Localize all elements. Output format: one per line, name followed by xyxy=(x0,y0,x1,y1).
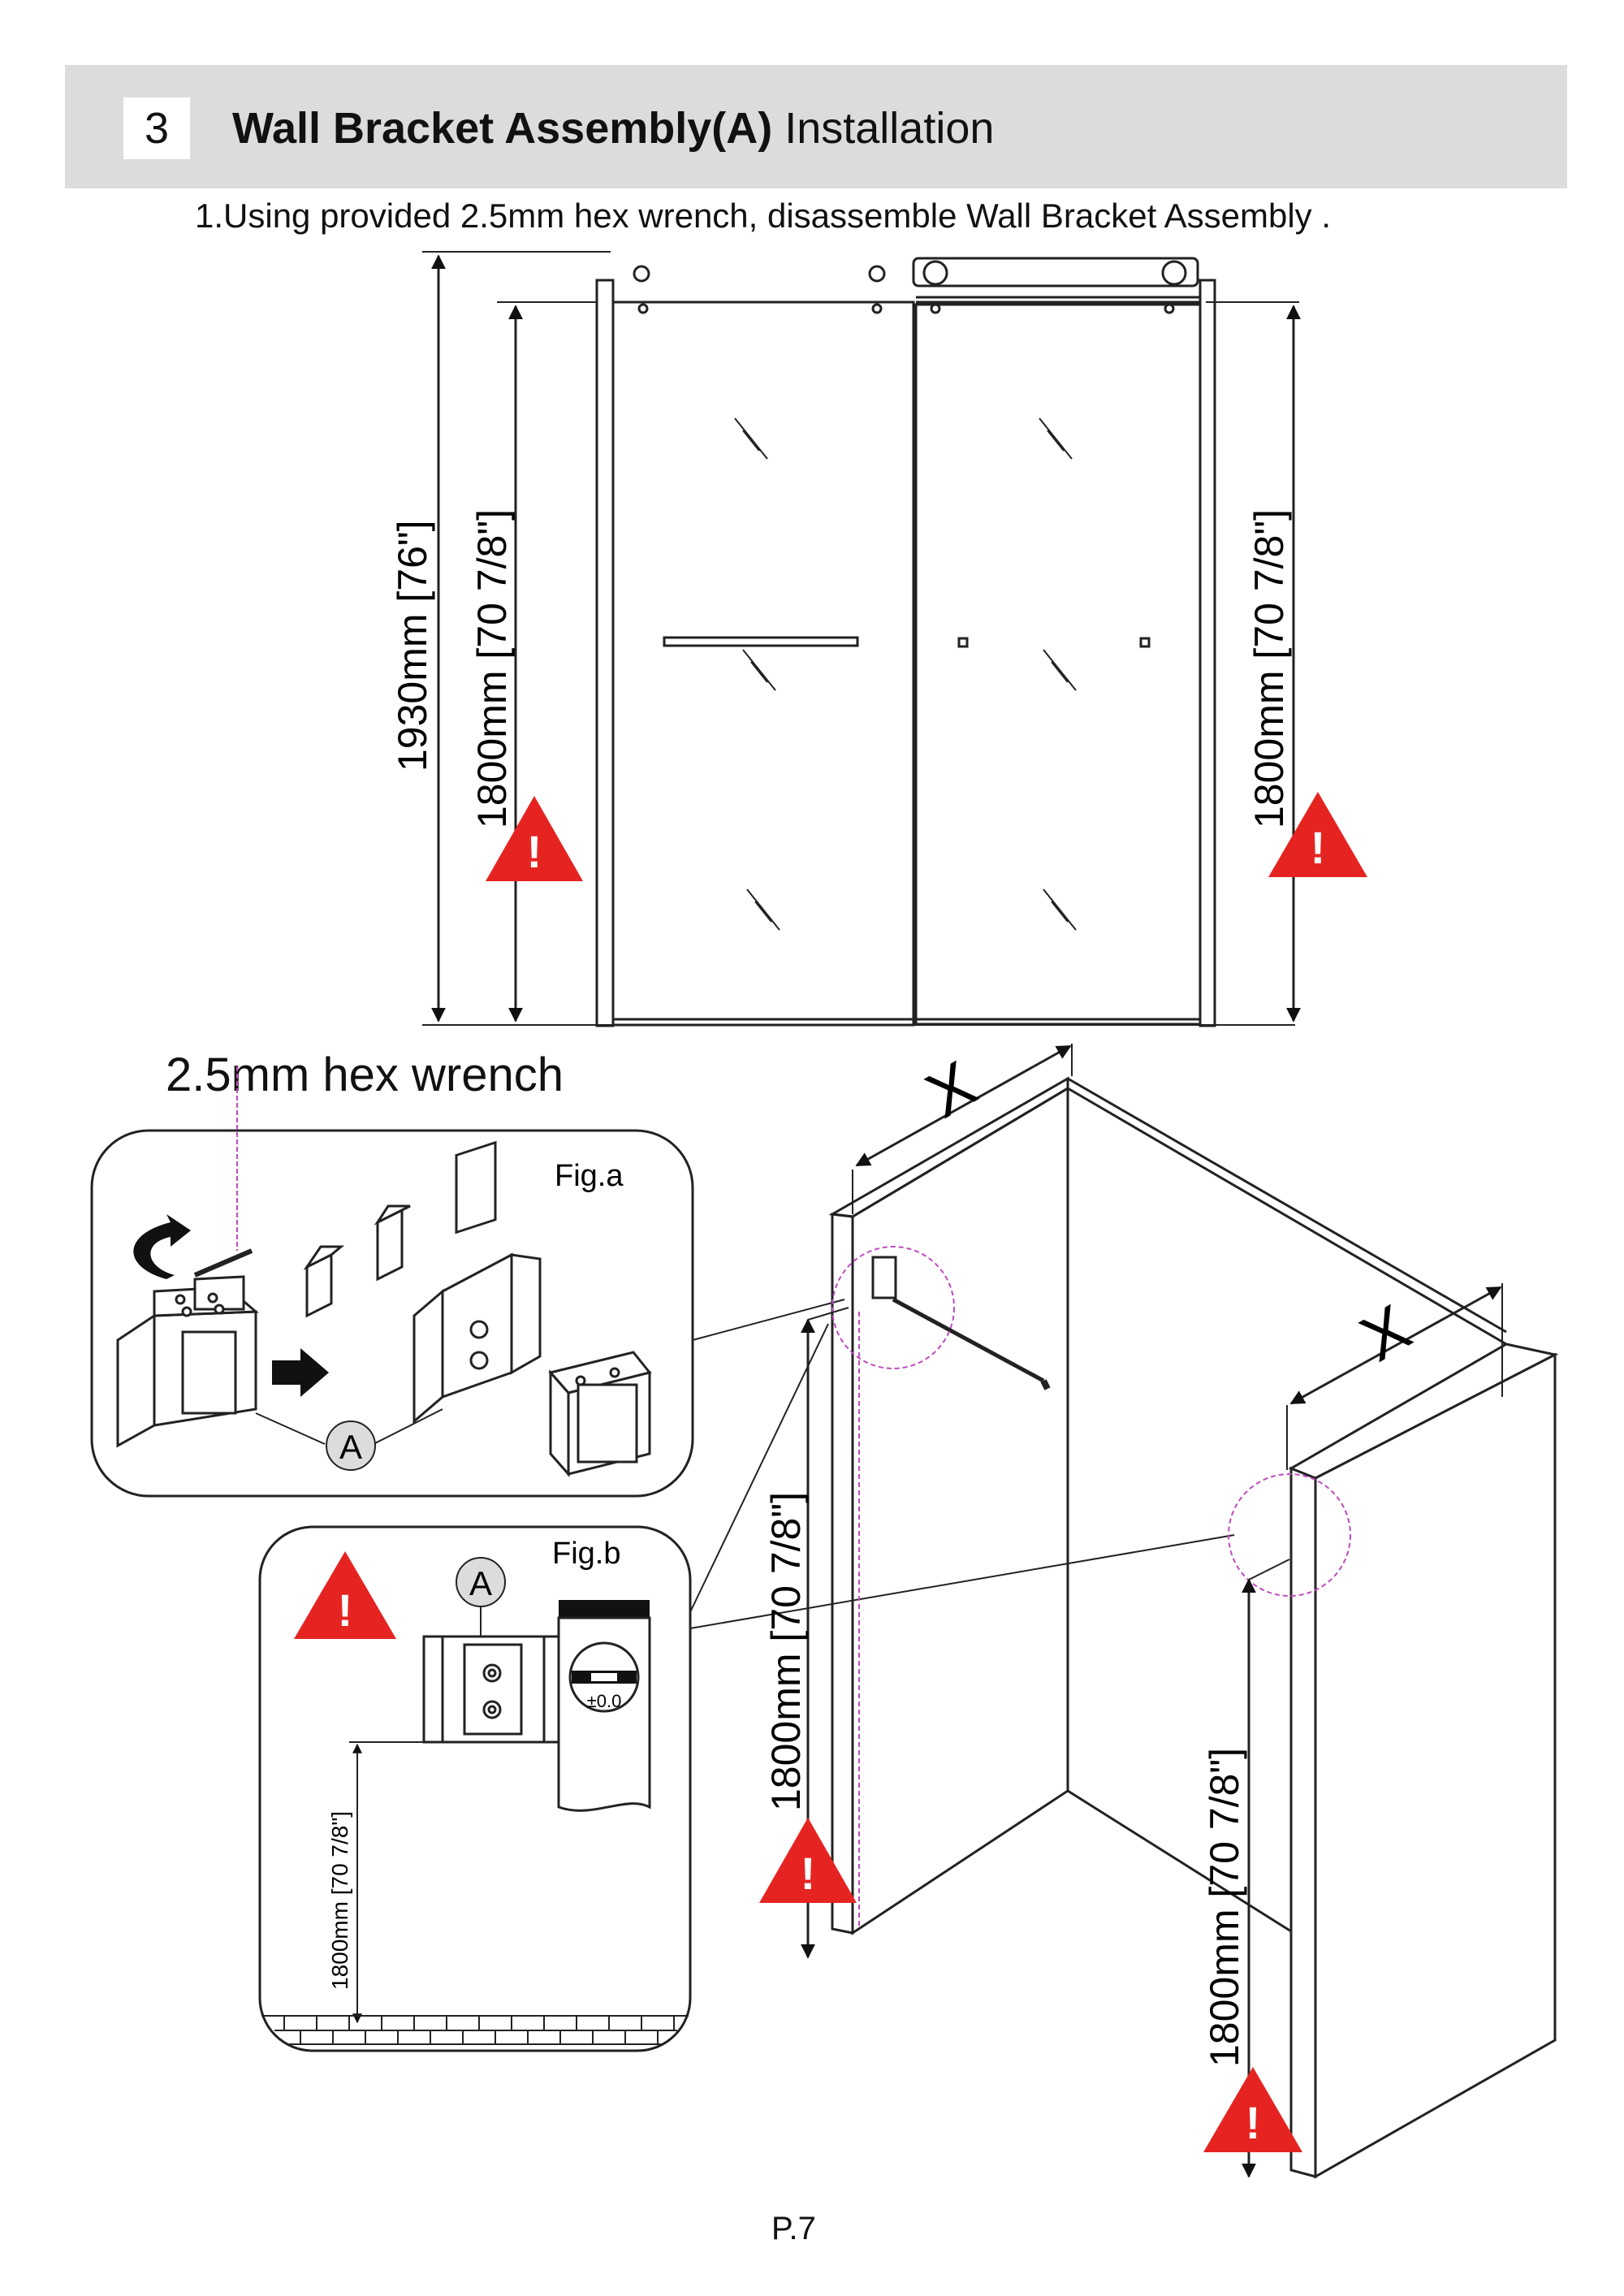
warning-icon-mark: ! xyxy=(527,826,542,877)
warning-icon: ! xyxy=(1203,2067,1302,2152)
shower-room-drawing xyxy=(801,1044,1559,2179)
fig-a-part-label: A xyxy=(339,1428,362,1466)
section-title-bold: Wall Bracket Assembly(A) xyxy=(232,104,773,153)
fig-b-part-label: A xyxy=(469,1564,492,1602)
width-marker-left: X xyxy=(914,1047,988,1131)
warning-icon-mark: ! xyxy=(1311,822,1326,873)
bracket-height-right-label: 1800mm [70 7/8"] xyxy=(1246,509,1292,828)
step-number: 3 xyxy=(123,97,190,159)
hex-wrench-icon xyxy=(193,1248,253,1278)
fig-a-title: Fig.a xyxy=(555,1159,624,1193)
door-elevation-drawing xyxy=(422,251,1301,1027)
fig-b-height-label: 1800mm [70 7/8"] xyxy=(327,1811,352,1990)
section-title: Wall Bracket Assembly(A) Installation xyxy=(232,97,994,159)
rotate-arrow-icon xyxy=(133,1214,191,1279)
tool-label: 2.5mm hex wrench xyxy=(166,1049,564,1101)
bracket-height-left-label: 1800mm [70 7/8"] xyxy=(469,509,515,828)
left-wall-height-label: 1800mm [70 7/8"] xyxy=(763,1492,809,1811)
warning-icon: ! xyxy=(1268,792,1367,877)
warning-icon: ! xyxy=(759,1818,857,1903)
fig-a-panel: Fig.a xyxy=(90,1066,845,1498)
page-number: P.7 xyxy=(771,2211,816,2246)
warning-icon-mark: ! xyxy=(338,1585,353,1636)
width-marker-right: X xyxy=(1349,1291,1423,1375)
fig-b-title: Fig.b xyxy=(552,1537,620,1571)
warning-icon-mark: ! xyxy=(1246,2097,1261,2148)
warning-icon-mark: ! xyxy=(801,1848,816,1899)
section-title-rest: Installation xyxy=(772,104,995,153)
arrow-right-icon xyxy=(272,1348,329,1397)
warning-icon: ! xyxy=(294,1551,396,1639)
warning-icon: ! xyxy=(486,796,583,881)
spirit-level-icon: ±0.0 xyxy=(557,1600,651,1812)
fig-b-panel: Fig.b ! A ±0.0 1800mm [70 7/8"] xyxy=(258,1323,1235,2052)
level-reading: ±0.0 xyxy=(587,1691,622,1711)
instruction-text: 1.Using provided 2.5mm hex wrench, disas… xyxy=(195,197,1332,235)
right-wall-height-label: 1800mm [70 7/8"] xyxy=(1202,1748,1247,2067)
total-height-label: 1930mm [76"] xyxy=(390,520,435,772)
section-header: 3 Wall Bracket Assembly(A) Installation xyxy=(65,65,1567,188)
